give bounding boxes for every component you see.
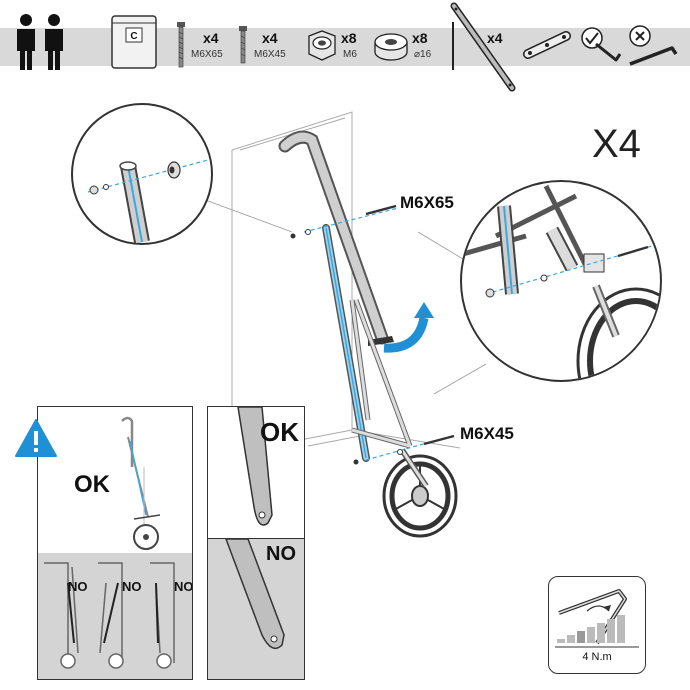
ok-panel: OK <box>207 406 305 540</box>
allen-key-cross-icon <box>629 25 678 66</box>
repeat-count-label: X4 <box>592 122 641 166</box>
warning-no-label-1: NO <box>68 579 88 594</box>
nut-qty: x8 <box>341 30 357 46</box>
torque-key-icon <box>555 589 639 648</box>
washer-size: ⌀16 <box>414 49 432 60</box>
detail-circle-left <box>71 103 213 245</box>
detail-circle-right <box>460 180 662 382</box>
support-bar-icon <box>450 2 516 92</box>
warning-panel: OK NO NO NO <box>37 406 193 680</box>
two-persons-icon <box>17 14 63 70</box>
bolt-m6x45-icon <box>239 26 247 64</box>
ok-bar-end-drawing <box>237 407 273 526</box>
warning-no-drawing <box>44 562 175 669</box>
no-bar-end-drawing <box>225 539 285 650</box>
main-assembly-drawing <box>199 111 487 538</box>
rotate-arrow <box>383 316 429 353</box>
support-bar-qty: x4 <box>487 30 503 46</box>
warning-ok-label: OK <box>74 471 110 498</box>
bolt-m6x65-size: M6X65 <box>191 49 223 60</box>
torque-label: 4 N.m <box>582 651 612 663</box>
ok-label: OK <box>260 417 299 447</box>
bolt-m6x45-size: M6X45 <box>254 49 286 60</box>
nut-size: M6 <box>343 49 357 60</box>
bolt-m6x65-qty: x4 <box>203 30 219 46</box>
warning-no-label-3: NO <box>174 579 193 594</box>
link-plate-icon <box>523 31 571 59</box>
bolt-m6x45-callout: M6X45 <box>460 424 514 443</box>
warning-no-label-2: NO <box>122 579 142 594</box>
hardware-bag-icon <box>111 15 157 69</box>
warning-icon <box>15 419 57 457</box>
washer-icon <box>374 33 408 61</box>
header-divider <box>452 22 454 70</box>
no-panel: NO <box>207 538 305 680</box>
torque-box: 4 N.m <box>548 576 646 674</box>
no-label: NO <box>266 543 296 565</box>
nut-icon <box>308 30 336 61</box>
bolt-m6x65-icon <box>177 22 185 68</box>
bag-label: C <box>130 31 138 42</box>
allen-key-check-icon <box>581 27 622 62</box>
washer-qty: x8 <box>412 30 428 46</box>
bolt-m6x45-qty: x4 <box>262 30 278 46</box>
warning-ok-drawing <box>121 416 161 550</box>
bolt-m6x65-callout: M6X65 <box>400 193 454 212</box>
